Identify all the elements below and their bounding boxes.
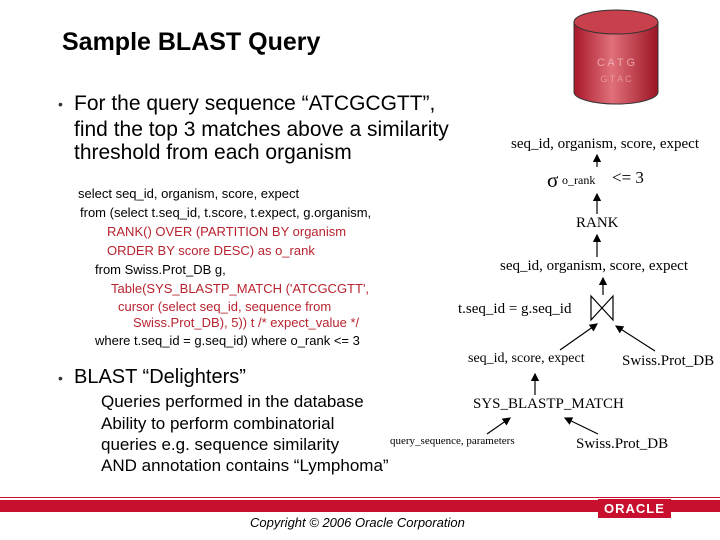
plan-join-condition: t.seq_id = g.seq_id bbox=[458, 301, 572, 317]
plan-left-columns: seq_id, score, expect bbox=[468, 351, 585, 366]
plan-select-condition: <= 3 bbox=[612, 168, 644, 187]
oracle-logo: ORACLE bbox=[598, 499, 671, 518]
plan-function-table: Swiss.Prot_DB bbox=[576, 436, 669, 452]
sigma-symbol: σ bbox=[547, 168, 559, 192]
sql-line-3: RANK() OVER (PARTITION BY organism bbox=[107, 224, 347, 239]
sql-line-9: where t.seq_id = g.seq_id) where o_rank … bbox=[95, 333, 360, 348]
copyright-text: Copyright © 2006 Oracle Corporation bbox=[250, 515, 465, 530]
plan-mid-columns: seq_id, organism, score, expect bbox=[500, 258, 689, 274]
plan-rank: RANK bbox=[576, 215, 619, 231]
sql-line-5: from Swiss.Prot_DB g, bbox=[95, 262, 226, 277]
slide-title: Sample BLAST Query bbox=[62, 28, 321, 56]
sql-line-7: cursor (select seq_id, sequence from bbox=[118, 299, 332, 314]
bullet2-line1: Queries performed in the database bbox=[101, 392, 364, 411]
bullet1-line2: find the top 3 matches above a similarit… bbox=[74, 118, 449, 141]
sql-line-1: select seq_id, organism, score, expect bbox=[78, 186, 300, 201]
sql-line-2: from (select t.seq_id, t.score, t.expect… bbox=[80, 205, 372, 220]
db-letters: C A T G bbox=[597, 57, 635, 69]
bullet2-line3: queries e.g. sequence similarity bbox=[101, 435, 340, 454]
plan-function-args: query_sequence, parameters bbox=[390, 435, 515, 447]
sql-line-8: Swiss.Prot_DB), 5)) t /* expect_value */ bbox=[133, 315, 360, 330]
sql-line-6: Table(SYS_BLASTP_MATCH ('ATCGCGTT', bbox=[111, 281, 370, 296]
plan-right-table: Swiss.Prot_DB bbox=[622, 353, 715, 369]
database-cylinder-icon: C A T G G T A C bbox=[573, 9, 659, 105]
join-symbol-icon bbox=[590, 294, 614, 322]
bullet2-marker: • bbox=[58, 370, 63, 386]
svg-text:G T A C: G T A C bbox=[600, 74, 632, 84]
plan-top-columns: seq_id, organism, score, expect bbox=[511, 136, 700, 152]
sql-line-4: ORDER BY score DESC) as o_rank bbox=[107, 243, 315, 258]
bullet-marker: • bbox=[58, 96, 63, 112]
bullet1-line3: threshold from each organism bbox=[74, 141, 352, 164]
bullet2-line2: Ability to perform combinatorial bbox=[101, 414, 335, 433]
bullet2-label: BLAST “Delighters” bbox=[74, 366, 246, 388]
plan-function: SYS_BLASTP_MATCH bbox=[473, 396, 624, 412]
plan-select-condition-prefix: o_rank bbox=[562, 173, 596, 187]
bullet2-line4: AND annotation contains “Lymphoma” bbox=[101, 456, 389, 475]
bullet1-line1: For the query sequence “ATCGCGTT”, bbox=[74, 92, 436, 115]
